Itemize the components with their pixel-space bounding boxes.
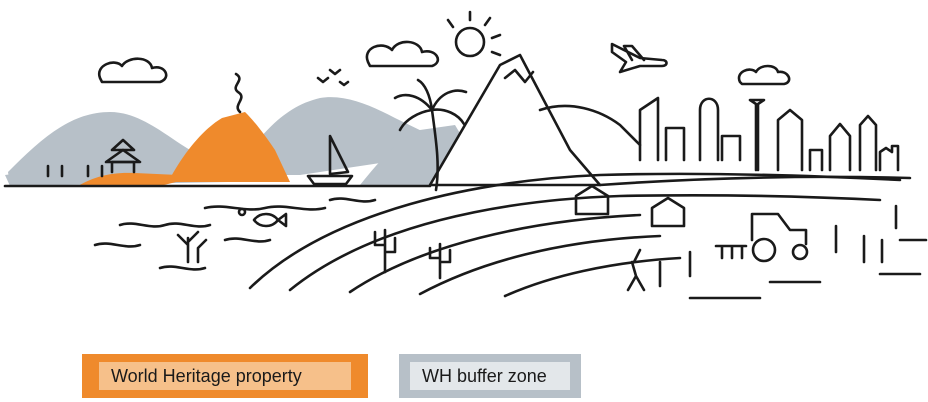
coral-icon xyxy=(178,232,206,262)
sun-icon xyxy=(448,12,500,56)
airplane-icon xyxy=(612,44,667,72)
rolling-fields xyxy=(250,174,900,296)
tractor-icon xyxy=(716,214,807,261)
sea-waves xyxy=(95,199,375,270)
legend-buffer-zone-label: WH buffer zone xyxy=(410,362,570,390)
ground-lines xyxy=(690,240,926,298)
legend-world-heritage-property: World Heritage property xyxy=(82,354,368,398)
legend-buffer-zone: WH buffer zone xyxy=(399,354,581,398)
house-icon xyxy=(576,186,684,226)
volcano-smoke xyxy=(236,74,242,112)
crops-icon xyxy=(660,206,896,286)
cactus-icon xyxy=(375,230,450,278)
birds-icon xyxy=(318,70,348,85)
cloud-icons xyxy=(99,42,789,84)
landscape-illustration xyxy=(0,0,928,310)
fish-icon xyxy=(239,209,286,226)
legend-world-heritage-property-label: World Heritage property xyxy=(99,362,351,390)
city-skyline xyxy=(640,98,898,170)
hiker-icon xyxy=(628,250,644,290)
